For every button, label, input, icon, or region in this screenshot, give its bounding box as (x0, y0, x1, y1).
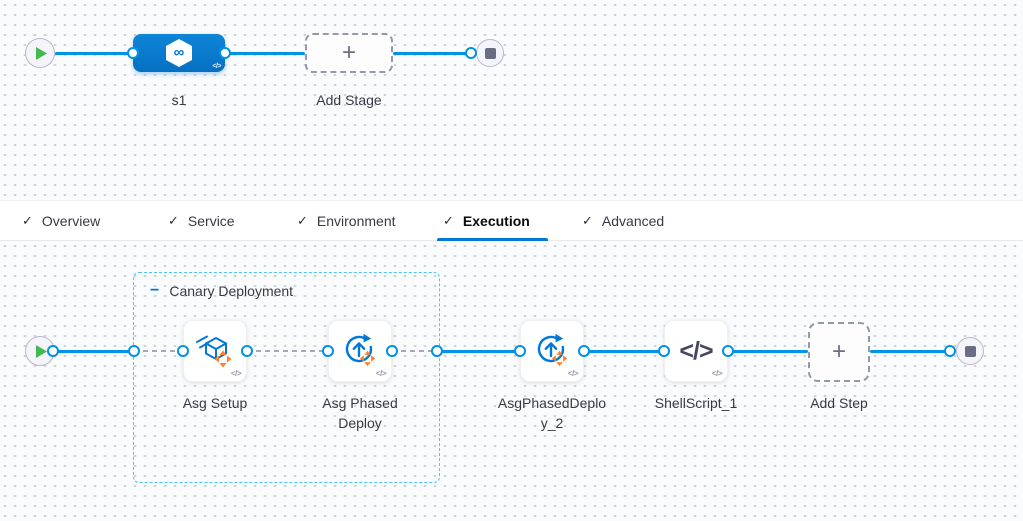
stage-end-port[interactable] (465, 47, 477, 59)
stage-config-tabbar: ✓ Overview ✓ Service ✓ Environment ✓ Exe… (0, 200, 1023, 241)
check-icon: ✓ (582, 213, 593, 228)
phased-left-port[interactable] (322, 345, 334, 357)
asgsetup-right-port[interactable] (241, 345, 253, 357)
tab-service[interactable]: ✓ Service (168, 201, 235, 241)
check-icon: ✓ (168, 213, 179, 228)
execution-graph-canvas[interactable]: − Canary Deployment (0, 241, 1023, 521)
check-icon: ✓ (443, 213, 454, 228)
stage-graph-canvas[interactable]: ∞ </> s1 + Add Stage (0, 0, 1023, 200)
step-node-asg-phased-deploy[interactable]: </> (328, 320, 392, 382)
tab-advanced[interactable]: ✓ Advanced (582, 201, 664, 241)
play-icon (36, 344, 47, 358)
code-view-icon: </> (230, 369, 242, 378)
execution-end-node[interactable] (956, 337, 984, 365)
code-view-icon: </> (711, 369, 723, 378)
group-title: Canary Deployment (169, 283, 294, 299)
stage-left-port[interactable] (127, 47, 139, 59)
stage-end-node[interactable] (476, 39, 504, 67)
code-view-icon: </> (375, 369, 387, 378)
tab-environment[interactable]: ✓ Environment (297, 201, 396, 241)
group-right-port[interactable] (431, 345, 443, 357)
asg-setup-cube-icon (196, 335, 232, 368)
tab-label: Service (187, 213, 235, 229)
group-left-port[interactable] (128, 345, 140, 357)
shell-right-port[interactable] (722, 345, 734, 357)
tab-execution[interactable]: ✓ Execution (443, 201, 530, 241)
check-icon: ✓ (22, 213, 33, 228)
collapse-icon[interactable]: − (150, 282, 160, 299)
phased2-right-port[interactable] (578, 345, 590, 357)
code-view-icon: </> (567, 369, 579, 378)
edge-stage-to-addstage (225, 51, 305, 55)
stage-start-node[interactable] (25, 38, 55, 68)
asgsetup-left-port[interactable] (177, 345, 189, 357)
edge-shell-to-addstep (728, 349, 808, 353)
stage-right-port[interactable] (219, 47, 231, 59)
active-tab-underline (437, 238, 548, 241)
shell-left-port[interactable] (658, 345, 670, 357)
shell-script-icon: </> (679, 336, 713, 365)
step-label: ShellScript_1 (654, 395, 738, 411)
tab-label: Overview (41, 213, 101, 229)
infinity-glyph: ∞ (173, 44, 185, 61)
start-port[interactable] (47, 345, 59, 357)
step-group-canary-deployment[interactable]: − Canary Deployment (133, 272, 440, 483)
play-icon (36, 46, 47, 60)
stop-icon (484, 47, 496, 59)
step-label: AsgPhasedDeploy_2 (497, 395, 607, 431)
cd-stage-icon: ∞ (166, 39, 192, 67)
phased2-left-port[interactable] (514, 345, 526, 357)
add-step-button[interactable]: + (808, 322, 870, 382)
code-view-icon: </> (212, 63, 221, 70)
group-header: − Canary Deployment (150, 282, 293, 300)
edge-addstage-to-end (393, 51, 471, 55)
add-stage-button[interactable]: + (305, 33, 393, 73)
tab-label: Environment (316, 213, 396, 229)
tab-label: Advanced (601, 213, 665, 229)
stage-label: s1 (171, 92, 187, 108)
edge-group-to-asgsetup (134, 350, 184, 352)
edge-addstep-to-end (870, 349, 950, 353)
edge-group-to-phased2 (437, 349, 520, 353)
step-node-shellscript-1[interactable]: </> </> (664, 320, 728, 382)
add-step-label: Add Step (810, 395, 868, 411)
check-icon: ✓ (297, 213, 308, 228)
edge-start-to-stage (55, 51, 133, 55)
end-port[interactable] (944, 345, 956, 357)
edge-start-to-group (55, 349, 134, 353)
tab-overview[interactable]: ✓ Overview (22, 201, 100, 241)
step-node-asg-setup[interactable]: </> (183, 320, 247, 382)
add-stage-label: Add Stage (316, 92, 382, 108)
step-node-asgphaseddeploy-2[interactable]: </> (520, 320, 584, 382)
asg-rolling-deploy-icon (537, 333, 568, 367)
edge-phased-to-groupedge (392, 350, 437, 352)
step-label: Asg Phased Deploy (322, 395, 398, 431)
plus-icon: + (831, 338, 846, 365)
edge-phased2-to-shell (584, 349, 664, 353)
edge-asgsetup-to-phased (247, 350, 328, 352)
asg-rolling-deploy-icon (345, 333, 376, 367)
plus-icon: + (341, 39, 356, 66)
tab-label: Execution (462, 213, 530, 229)
stop-icon (964, 345, 976, 357)
step-label: Asg Setup (182, 395, 248, 411)
stage-node-s1[interactable]: ∞ </> (133, 34, 225, 72)
phased-right-port[interactable] (386, 345, 398, 357)
